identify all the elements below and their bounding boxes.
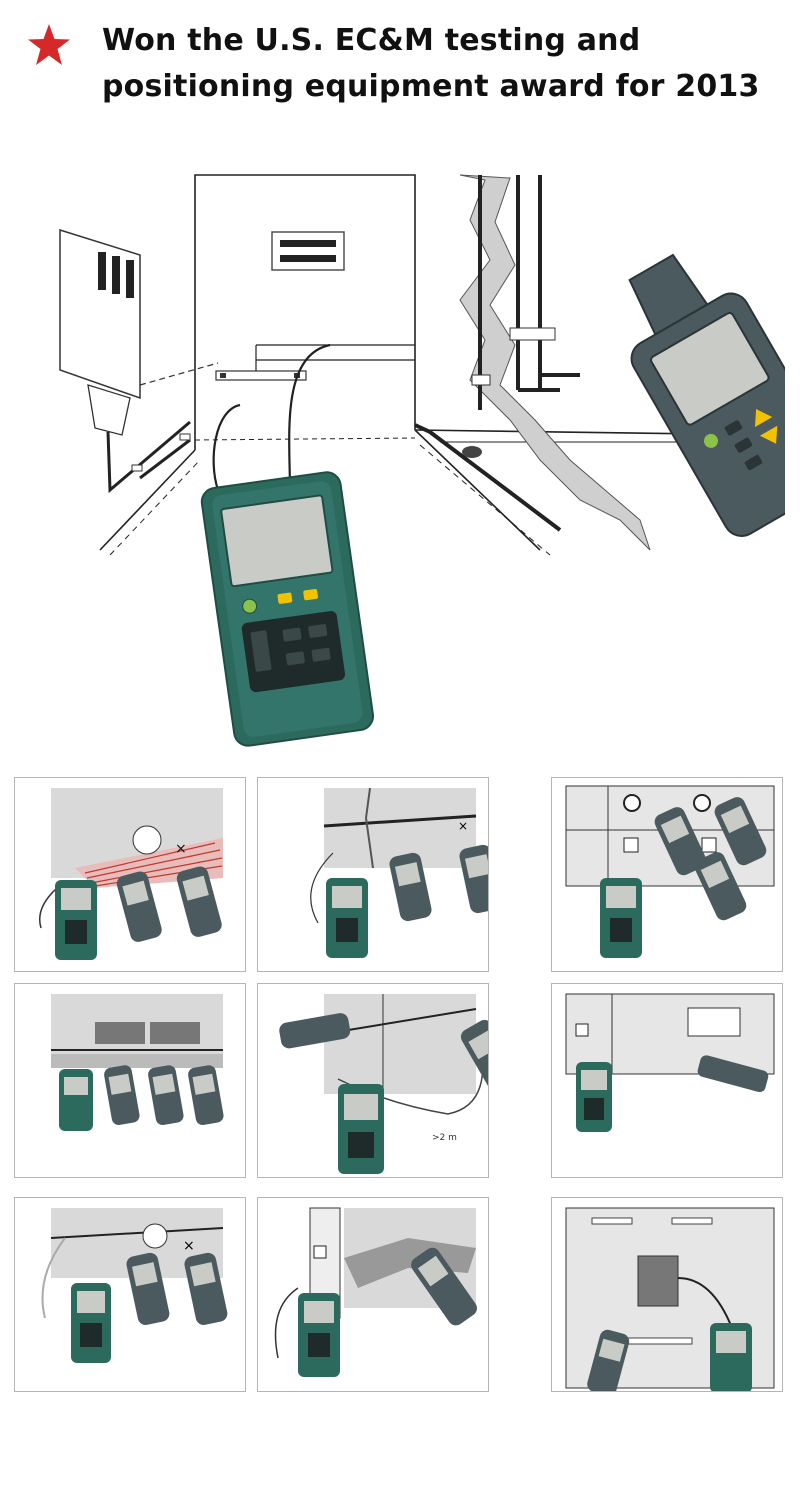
- panel-outlet-sockets: [551, 777, 783, 972]
- outlet-icon: [575, 1023, 589, 1037]
- award-title-line1: Won the U.S. EC&M testing and: [102, 23, 641, 58]
- signal-icon: [132, 825, 162, 855]
- panel-radiators: [14, 983, 246, 1178]
- broken-wall-section: [459, 174, 651, 551]
- cross-mark-icon: ×: [458, 819, 468, 833]
- panel-underground-cable: [257, 1197, 489, 1392]
- award-title-line2: positioning equipment award for 2013: [102, 69, 760, 104]
- pipes: [478, 175, 580, 410]
- panel-wall-break: ×: [257, 777, 489, 972]
- panel-cable-break: ×: [14, 1197, 246, 1392]
- distance-label: >2 m: [432, 1133, 457, 1143]
- outlet-icon: [701, 837, 717, 853]
- outlet-icon: [693, 794, 711, 812]
- cross-mark-icon: ×: [175, 841, 187, 857]
- transmitter-device-icon: [200, 471, 375, 747]
- outlet-icon: [623, 794, 641, 812]
- outlet-icon: [623, 837, 639, 853]
- usage-grid: × ×: [14, 777, 786, 1489]
- award-header: Won the U.S. EC&M testing and positionin…: [0, 0, 800, 120]
- award-title: Won the U.S. EC&M testing and positionin…: [102, 18, 782, 110]
- panel-distribution-board: [551, 1197, 783, 1392]
- cross-mark-icon: ×: [183, 1238, 195, 1254]
- panel-floor-heating: ×: [14, 777, 246, 972]
- wall-vent: [271, 231, 345, 271]
- outlet-icon: [313, 1245, 327, 1259]
- panel-distance-2m: >2 m: [257, 983, 489, 1178]
- panel-junction-box: [551, 983, 783, 1178]
- receiver-device-icon: [628, 253, 785, 537]
- hero-illustration: [59, 174, 785, 747]
- star-icon: [28, 24, 70, 65]
- meter-cabinet: [59, 228, 191, 494]
- signal-icon: [142, 1223, 168, 1249]
